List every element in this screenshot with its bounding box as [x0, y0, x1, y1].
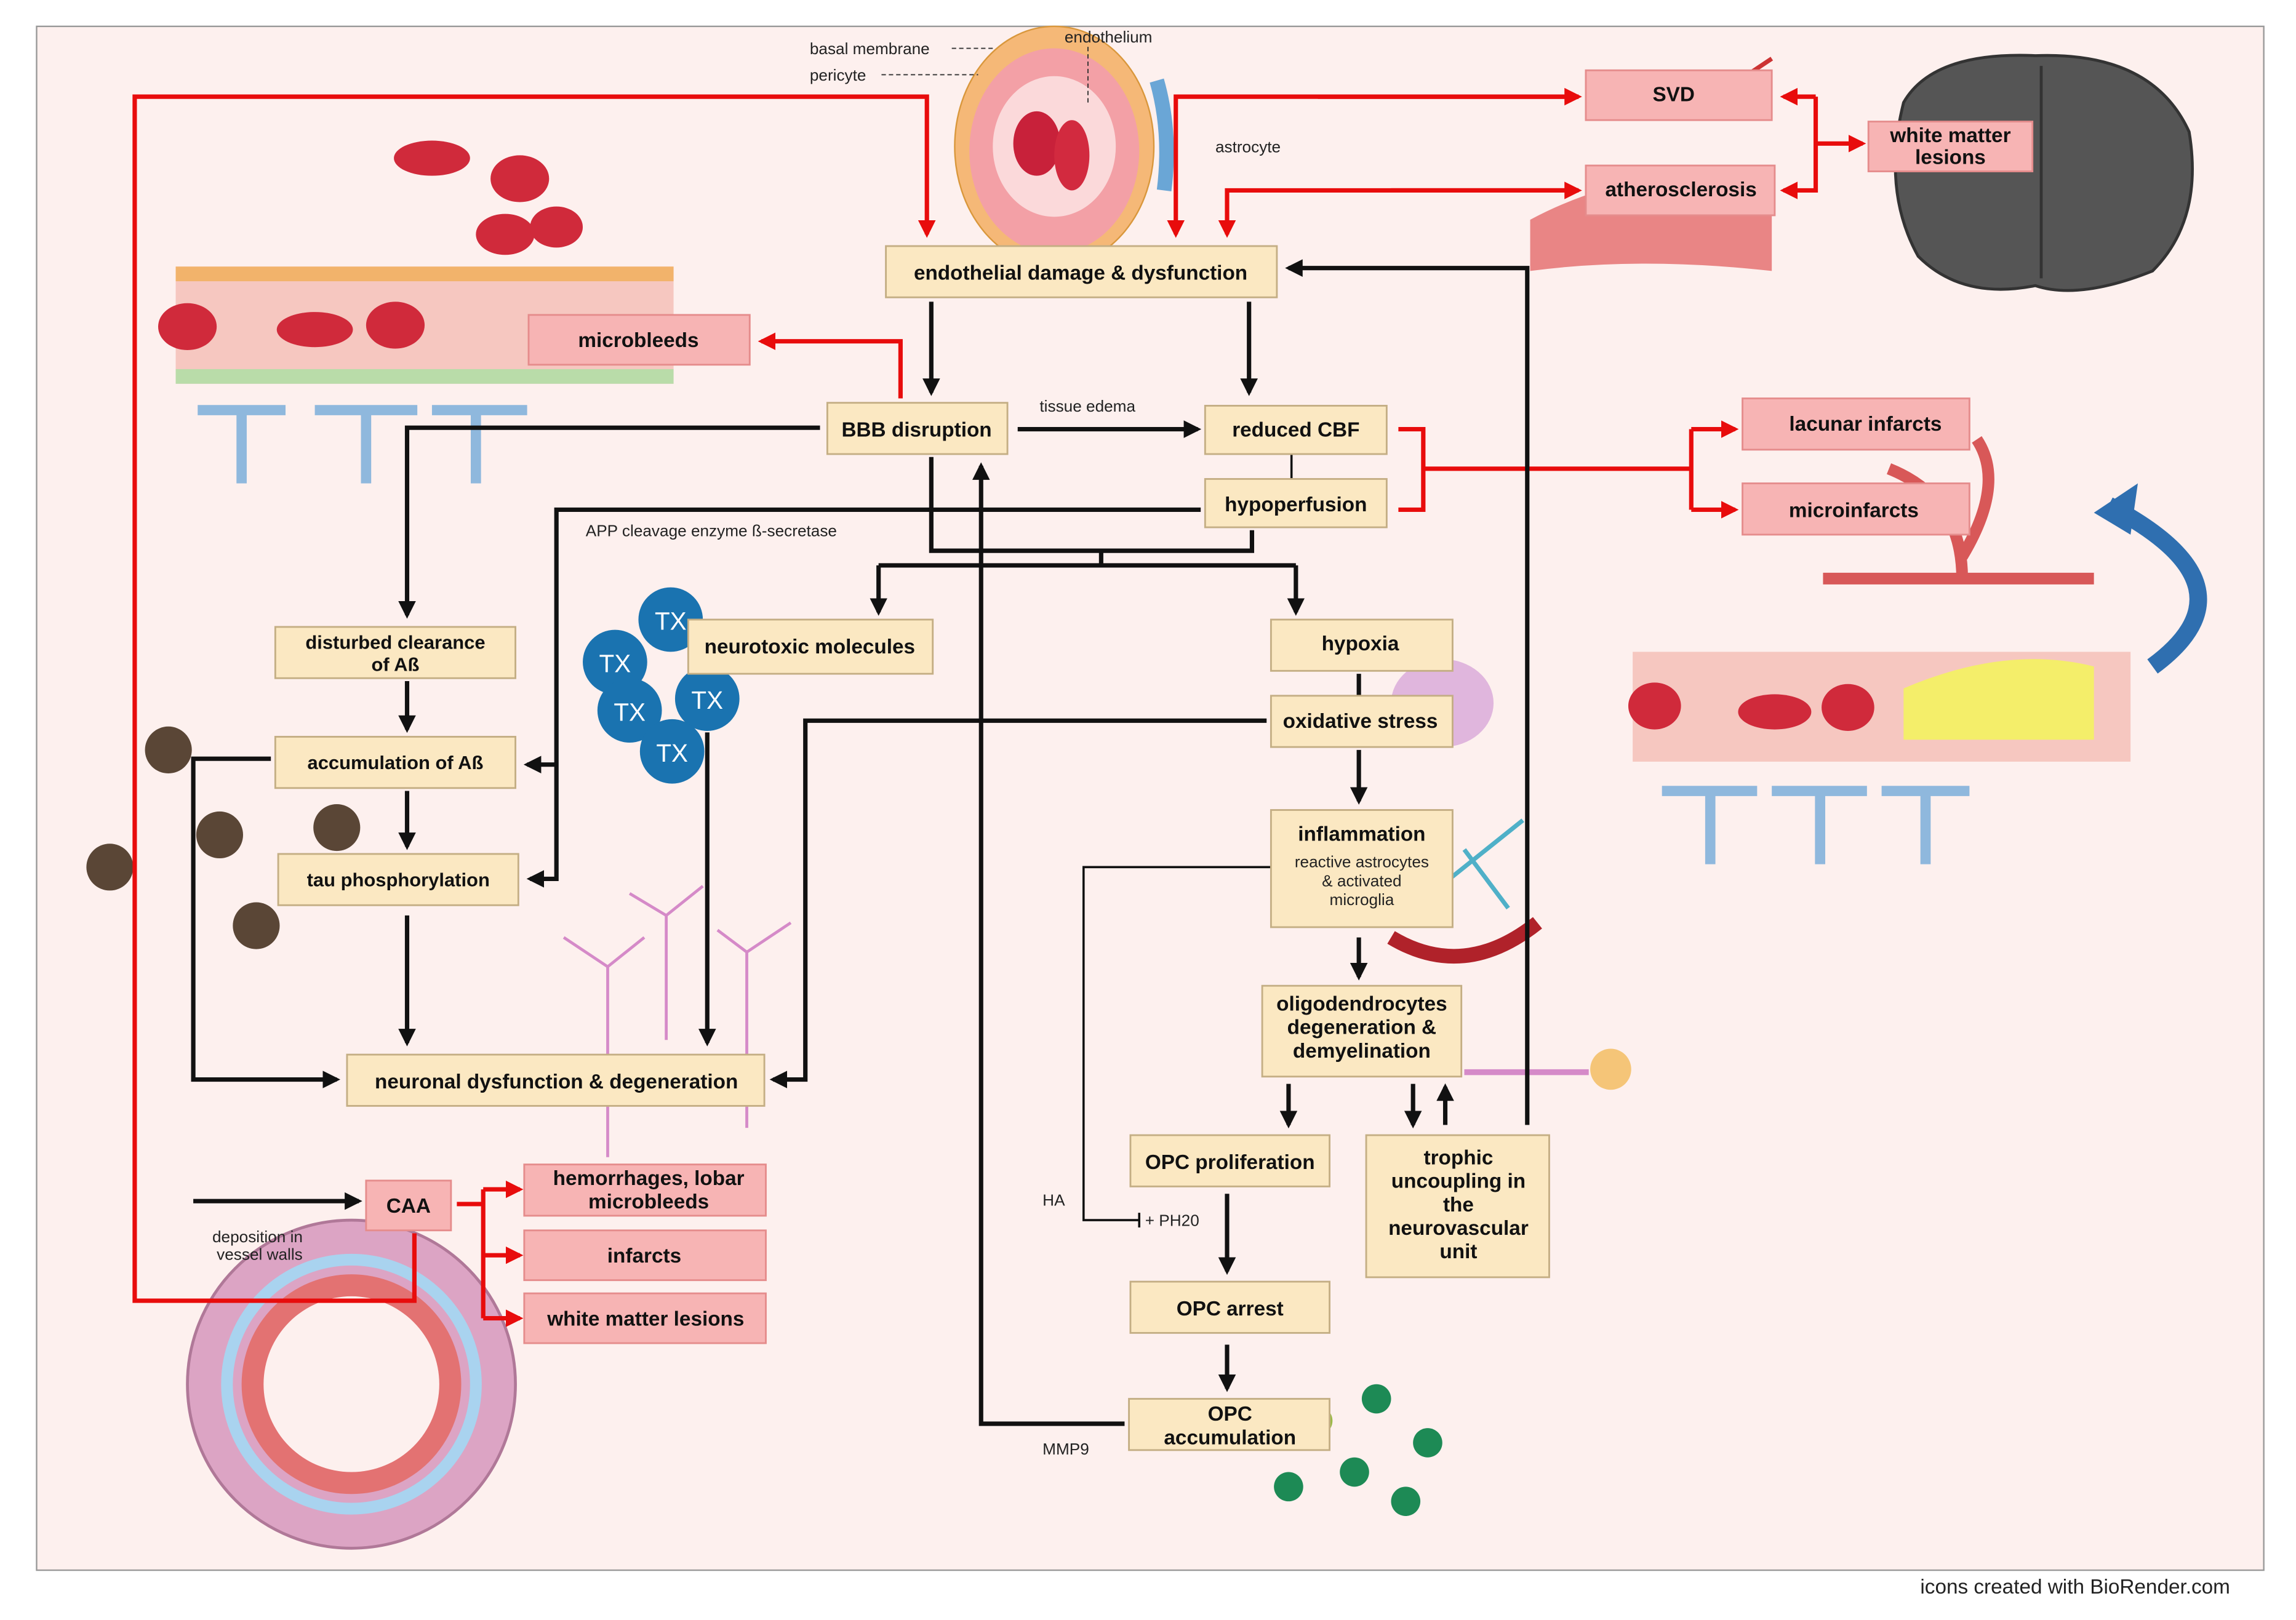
capillary-cross-section-illustration: [954, 25, 1174, 268]
svg-text:of Aß: of Aß: [372, 653, 420, 675]
svg-text:uncoupling in: uncoupling in: [1391, 1170, 1526, 1193]
svg-text:white matter lesions: white matter lesions: [546, 1307, 744, 1330]
box-microbleeds: microbleeds: [527, 314, 751, 366]
svg-text:lesions: lesions: [1915, 146, 1986, 169]
svg-text:hypoxia: hypoxia: [1322, 632, 1399, 655]
svg-text:reduced CBF: reduced CBF: [1232, 418, 1359, 441]
svg-text:accumulation of Aß: accumulation of Aß: [308, 752, 484, 773]
svg-text:degeneration &: degeneration &: [1287, 1016, 1436, 1039]
svg-text:oligodendrocytes: oligodendrocytes: [1276, 993, 1447, 1016]
box-hypoperfusion: hypoperfusion: [1204, 478, 1388, 529]
box-microinfarcts: microinfarcts: [1742, 482, 1970, 536]
svg-text:CAA: CAA: [386, 1195, 431, 1218]
svg-text:tau phosphorylation: tau phosphorylation: [307, 869, 490, 890]
tx-label: TX: [655, 607, 687, 636]
curved-arrow-icon: [2104, 497, 2207, 674]
svg-text:endothelial damage & dysfuncti: endothelial damage & dysfunction: [914, 262, 1247, 285]
svg-text:disturbed clearance: disturbed clearance: [305, 632, 485, 653]
tx-label: TX: [656, 739, 688, 767]
pericyte-label: pericyte: [810, 66, 866, 84]
box-caa: CAA: [365, 1179, 452, 1232]
svg-text:accumulation: accumulation: [1164, 1426, 1296, 1449]
ha-label: HA: [1042, 1191, 1065, 1209]
svg-text:microinfarcts: microinfarcts: [1789, 499, 1919, 522]
vessel-labels: basal membrane pericyte endothelium astr…: [810, 28, 1281, 156]
svg-text:atherosclerosis: atherosclerosis: [1606, 178, 1757, 201]
svg-text:trophic: trophic: [1424, 1147, 1494, 1170]
box-hypoxia: hypoxia: [1270, 618, 1454, 672]
svg-text:OPC proliferation: OPC proliferation: [1145, 1151, 1315, 1174]
tx-label: TX: [599, 650, 631, 678]
box-oxidative-stress: oxidative stress: [1270, 695, 1454, 748]
svg-text:hemorrhages, lobar: hemorrhages, lobar: [553, 1167, 745, 1190]
box-inflammation: inflammation reactive astrocytes& activa…: [1270, 809, 1454, 928]
svg-text:microbleeds: microbleeds: [588, 1191, 709, 1213]
endothelium-label: endothelium: [1065, 28, 1153, 46]
svg-text:neurovascular: neurovascular: [1388, 1217, 1529, 1240]
box-neuronal-dysfunction: neuronal dysfunction & degeneration: [346, 1053, 766, 1107]
svg-text:the: the: [1443, 1194, 1474, 1216]
basal-membrane-label: basal membrane: [810, 39, 930, 58]
box-neurotoxic-molecules: neurotoxic molecules: [687, 618, 934, 675]
svg-text:OPC: OPC: [1208, 1403, 1252, 1426]
svg-text:OPC arrest: OPC arrest: [1177, 1298, 1284, 1320]
box-white-matter-lesions-bottom: white matter lesions: [523, 1292, 767, 1344]
svg-text:white matter: white matter: [1889, 124, 2010, 147]
biorender-credit: icons created with BioRender.com: [1920, 1576, 2230, 1598]
svg-text:infarcts: infarcts: [607, 1245, 681, 1267]
svg-text:neurotoxic molecules: neurotoxic molecules: [705, 636, 915, 658]
svg-text:microbleeds: microbleeds: [578, 329, 698, 352]
svg-text:inflammation: inflammation: [1298, 823, 1425, 845]
small-vessel-illustration: [1628, 436, 2207, 864]
astrocyte-label: astrocyte: [1215, 138, 1281, 156]
tx-molecules: TX TX TX TX TX: [583, 587, 740, 784]
ph20-label: + PH20: [1145, 1211, 1199, 1230]
black-arrows: [191, 259, 1530, 1426]
box-infarcts: infarcts: [523, 1229, 767, 1282]
tissue-edema-label: tissue edema: [1039, 397, 1135, 415]
mmp9-label: MMP9: [1042, 1440, 1089, 1458]
svg-text:neuronal dysfunction & degener: neuronal dysfunction & degeneration: [375, 1071, 738, 1093]
svg-text:microglia: microglia: [1330, 890, 1394, 909]
box-opc-proliferation: OPC proliferation: [1129, 1134, 1330, 1187]
box-tau-phosphorylation: tau phosphorylation: [277, 853, 519, 906]
red-arrows: [132, 87, 1866, 1327]
svg-text:lacunar infarcts: lacunar infarcts: [1789, 413, 1942, 436]
brain-illustration: [1894, 54, 2194, 292]
box-endothelial-damage: endothelial damage & dysfunction: [885, 245, 1278, 298]
svg-text:hypoperfusion: hypoperfusion: [1225, 493, 1367, 516]
caa-vessel-illustration: [186, 1218, 517, 1550]
deposition-label: vessel walls: [217, 1245, 303, 1263]
deposition-label: deposition in: [212, 1227, 303, 1246]
svg-text:reactive astrocytes: reactive astrocytes: [1295, 852, 1429, 871]
box-atherosclerosis: atherosclerosis: [1585, 164, 1776, 217]
svg-text:BBB disruption: BBB disruption: [841, 418, 991, 441]
amyloid-plaques-illustration: [86, 726, 361, 949]
svg-text:SVD: SVD: [1652, 83, 1694, 106]
tx-label: TX: [691, 686, 723, 714]
svg-text:oxidative stress: oxidative stress: [1283, 710, 1438, 733]
box-reduced-cbf: reduced CBF: [1204, 405, 1388, 455]
box-accumulation-abeta: accumulation of Aß: [274, 736, 516, 789]
box-lacunar-infarcts: lacunar infarcts: [1742, 397, 1970, 451]
app-cleavage-label: APP cleavage enzyme ß-secretase: [586, 521, 837, 540]
svg-text:& activated: & activated: [1322, 871, 1401, 890]
tx-label: TX: [614, 698, 646, 726]
svg-text:demyelination: demyelination: [1293, 1040, 1431, 1063]
box-bbb-disruption: BBB disruption: [826, 402, 1009, 455]
box-svd: SVD: [1585, 69, 1773, 121]
box-opc-arrest: OPC arrest: [1129, 1280, 1330, 1334]
svg-text:unit: unit: [1439, 1240, 1477, 1263]
